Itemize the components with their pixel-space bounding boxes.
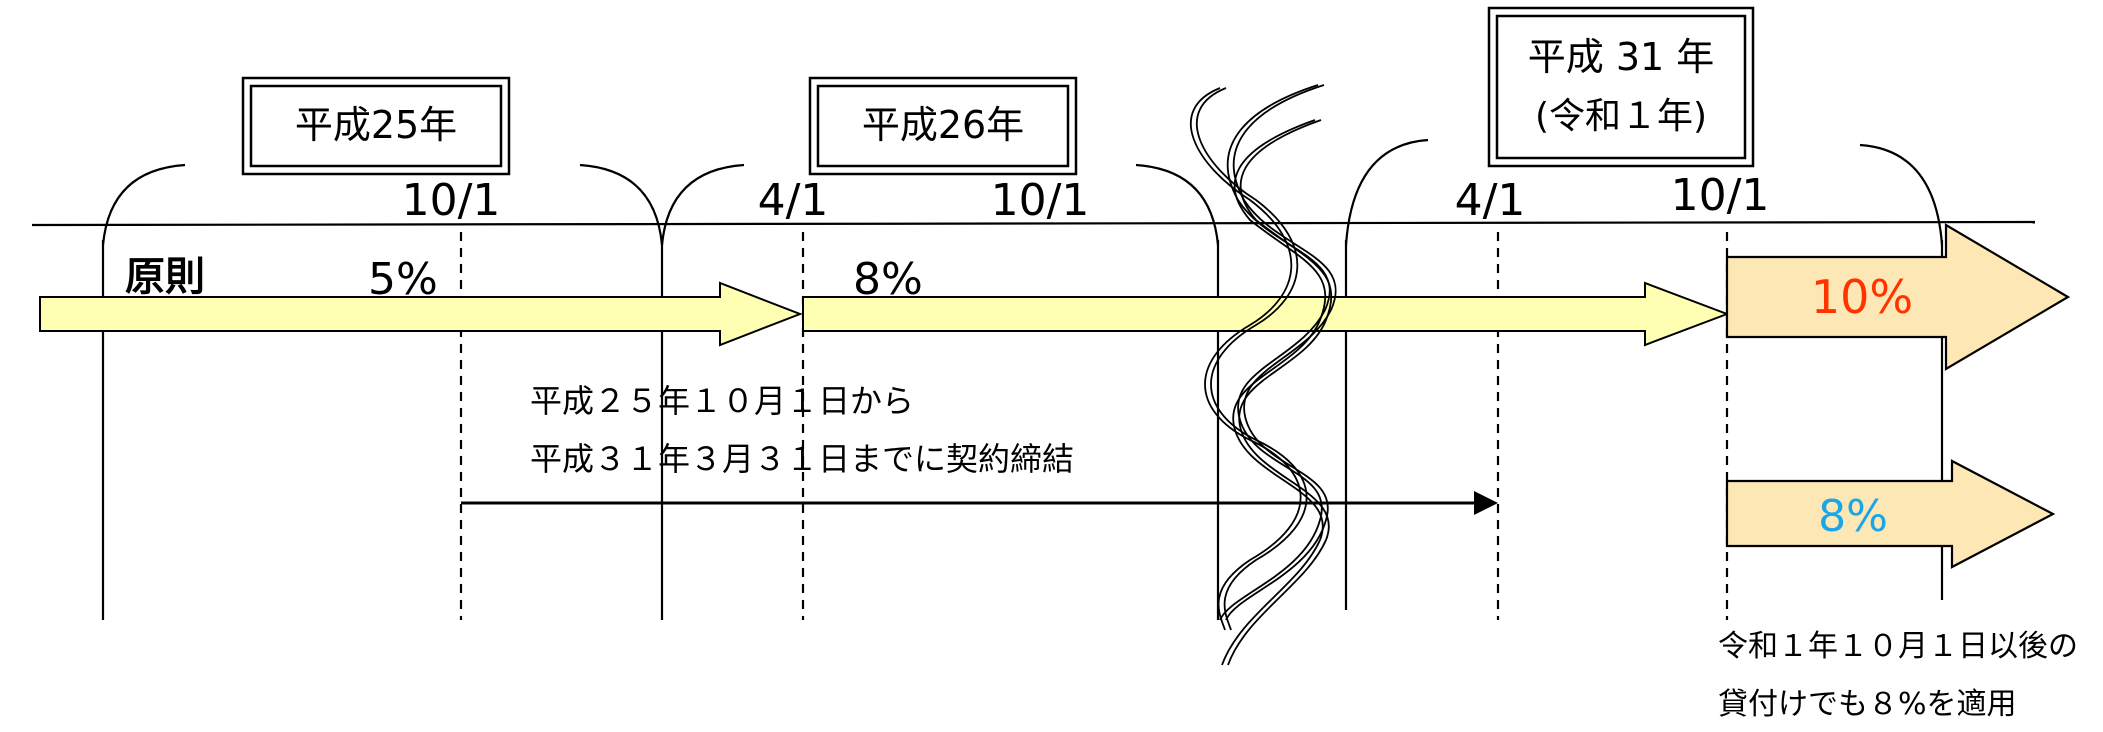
bracket-h31-left [1344, 138, 1429, 246]
bracket-h25-left [101, 163, 186, 246]
dashed-verticals [459, 232, 1729, 620]
rate-label-8: 8% [853, 254, 923, 305]
date-label-1001-r1: 10/1 [1671, 170, 1770, 221]
rate-label-5: 5% [368, 254, 438, 305]
principle-label: 原則 [125, 254, 205, 300]
year-label-reiwa1: (令和１年) [1535, 96, 1707, 137]
year-box-h26: 平成26年 [808, 76, 1078, 176]
arrow-rate-10 [1725, 223, 2071, 371]
year-label-h26: 平成26年 [862, 103, 1024, 147]
year-brackets [101, 138, 1944, 246]
note-line2: 貸付けでも８%を適用 [1718, 687, 2017, 722]
year-label-h25: 平成25年 [295, 103, 457, 147]
arrow-rate-5 [39, 281, 803, 347]
rate-label-10: 10% [1811, 270, 1913, 324]
year-box-h25: 平成25年 [241, 76, 511, 176]
note-line1: 令和１年１０月１日以後の [1718, 629, 2078, 664]
contract-period-line1: 平成２５年１０月１日から [530, 382, 914, 420]
date-label-1001-h26: 10/1 [991, 175, 1090, 226]
date-label-1001-h25: 10/1 [402, 175, 501, 226]
bracket-h25-right [579, 163, 664, 246]
date-label-0401-h31: 4/1 [1455, 175, 1526, 226]
contract-period-line2: 平成３１年３月３１日までに契約締結 [530, 440, 1074, 478]
date-label-0401-h26: 4/1 [758, 175, 829, 226]
date-labels: 10/1 4/1 10/1 4/1 10/1 [402, 170, 1770, 226]
bracket-h26-left [660, 163, 745, 246]
year-label-h31: 平成 31 年 [1528, 35, 1715, 79]
time-break-waves [1189, 84, 1337, 666]
timeline-axis [31, 220, 2036, 227]
bracket-h31-right [1859, 143, 1944, 246]
rate-label-8-special: 8% [1818, 491, 1888, 542]
bracket-h26-right [1135, 163, 1220, 246]
contract-period-arrow [461, 491, 1498, 515]
year-box-h31: 平成 31 年 (令和１年) [1487, 6, 1755, 168]
arrow-rate-8-special [1725, 459, 2056, 569]
